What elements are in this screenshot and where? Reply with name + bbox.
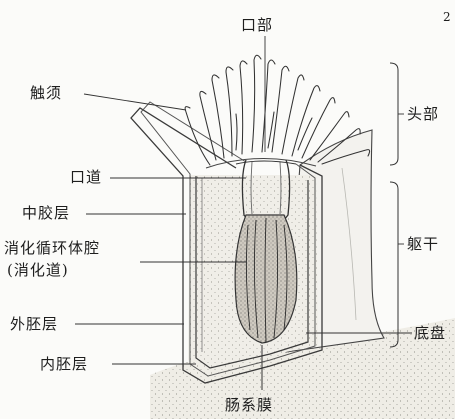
page-number: 2 (443, 8, 452, 26)
label-cavity-line2: (消化道) (7, 261, 69, 279)
label-endoderm: 内胚层 (40, 355, 88, 373)
tentacle-leader (84, 94, 186, 110)
label-basal-disc: 底盘 (414, 324, 446, 342)
label-mesoglea: 中胶层 (22, 204, 70, 222)
label-mouth: 口部 (241, 16, 273, 34)
head-brace (390, 63, 398, 165)
label-cavity-line1: 消化循环体腔 (4, 239, 100, 257)
label-head: 头部 (407, 105, 439, 123)
label-trunk: 躯干 (407, 235, 439, 253)
trunk-brace (390, 182, 398, 347)
label-pharynx: 口道 (70, 168, 102, 186)
label-tentacle: 触须 (30, 84, 62, 102)
label-mesentery: 肠系膜 (225, 396, 273, 414)
label-ectoderm: 外胚层 (10, 315, 58, 333)
